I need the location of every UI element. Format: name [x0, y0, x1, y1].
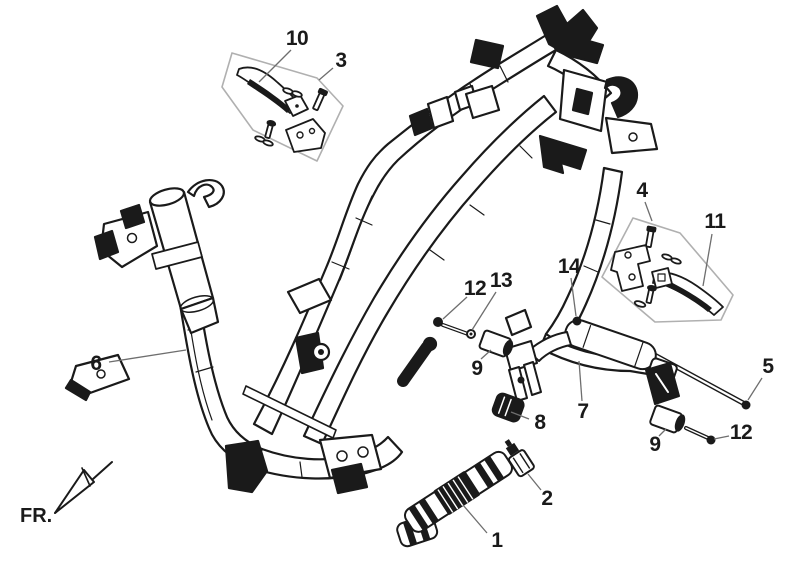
leader-line-9-7 [480, 349, 492, 360]
leader-line-7-9 [578, 360, 583, 402]
screw-icon [312, 88, 328, 111]
frame-body-drawing [64, 4, 659, 495]
part-callout-7-9: 7 [577, 400, 589, 423]
part-callout-14-4: 14 [557, 255, 581, 278]
part-callout-1-15: 1 [491, 529, 503, 552]
engine-hanger-assembly [433, 316, 751, 445]
under-floor-mounts [224, 331, 438, 495]
bolt-14 [572, 316, 582, 326]
front-direction-label: FR. [20, 505, 53, 527]
leader-line-8-10 [510, 411, 530, 420]
bracket-part-4 [610, 244, 651, 292]
screw-icon [264, 120, 277, 139]
part-callout-2-14: 2 [541, 487, 553, 510]
leader-line-1-15 [462, 504, 488, 534]
front-direction-arrow-icon [54, 461, 113, 514]
bolt-12-left [433, 317, 443, 327]
leader-line-4-2 [644, 201, 653, 222]
leader-line-9-12 [658, 428, 667, 437]
bracket-plate [285, 118, 326, 153]
part-callout-13-5: 13 [489, 269, 513, 292]
leader-line-10-0 [258, 49, 292, 83]
part-callout-11-3: 11 [704, 210, 726, 233]
detail-box-parts-10-3 [221, 52, 344, 162]
leader-line-12-13 [713, 435, 730, 440]
leader-lines [108, 49, 763, 534]
nut-icon [741, 400, 751, 410]
leader-line-2-14 [527, 473, 542, 491]
part-callout-12-6: 12 [463, 277, 487, 300]
leader-line-6-8 [108, 349, 187, 363]
part-callout-12-13: 12 [729, 421, 753, 444]
part-callout-4-2: 4 [636, 179, 648, 202]
part-callout-9-12: 9 [649, 433, 661, 456]
leader-line-14-4 [570, 277, 577, 317]
leader-line-5-11 [747, 377, 763, 401]
hanger-fork [504, 340, 542, 402]
part-callout-10-0: 10 [285, 27, 309, 50]
screw-icon [645, 225, 657, 248]
leader-line-11-3 [702, 233, 713, 287]
rear-frame-cluster [464, 4, 659, 175]
leader-line-3-1 [318, 67, 334, 81]
leader-line-13-5 [471, 291, 497, 331]
part-callout-3-1: 3 [335, 49, 347, 72]
part-callout-6-8: 6 [90, 352, 102, 375]
part-callout-8-10: 8 [534, 411, 546, 434]
leader-line-12-6 [442, 296, 468, 320]
part-callout-5-11: 5 [762, 355, 774, 378]
detail-box-parts-4-11 [601, 217, 734, 323]
steering-head [64, 178, 225, 402]
screw-icon [645, 284, 657, 304]
part-callout-9-7: 9 [471, 357, 483, 380]
hose-clamp-2 [504, 439, 535, 478]
